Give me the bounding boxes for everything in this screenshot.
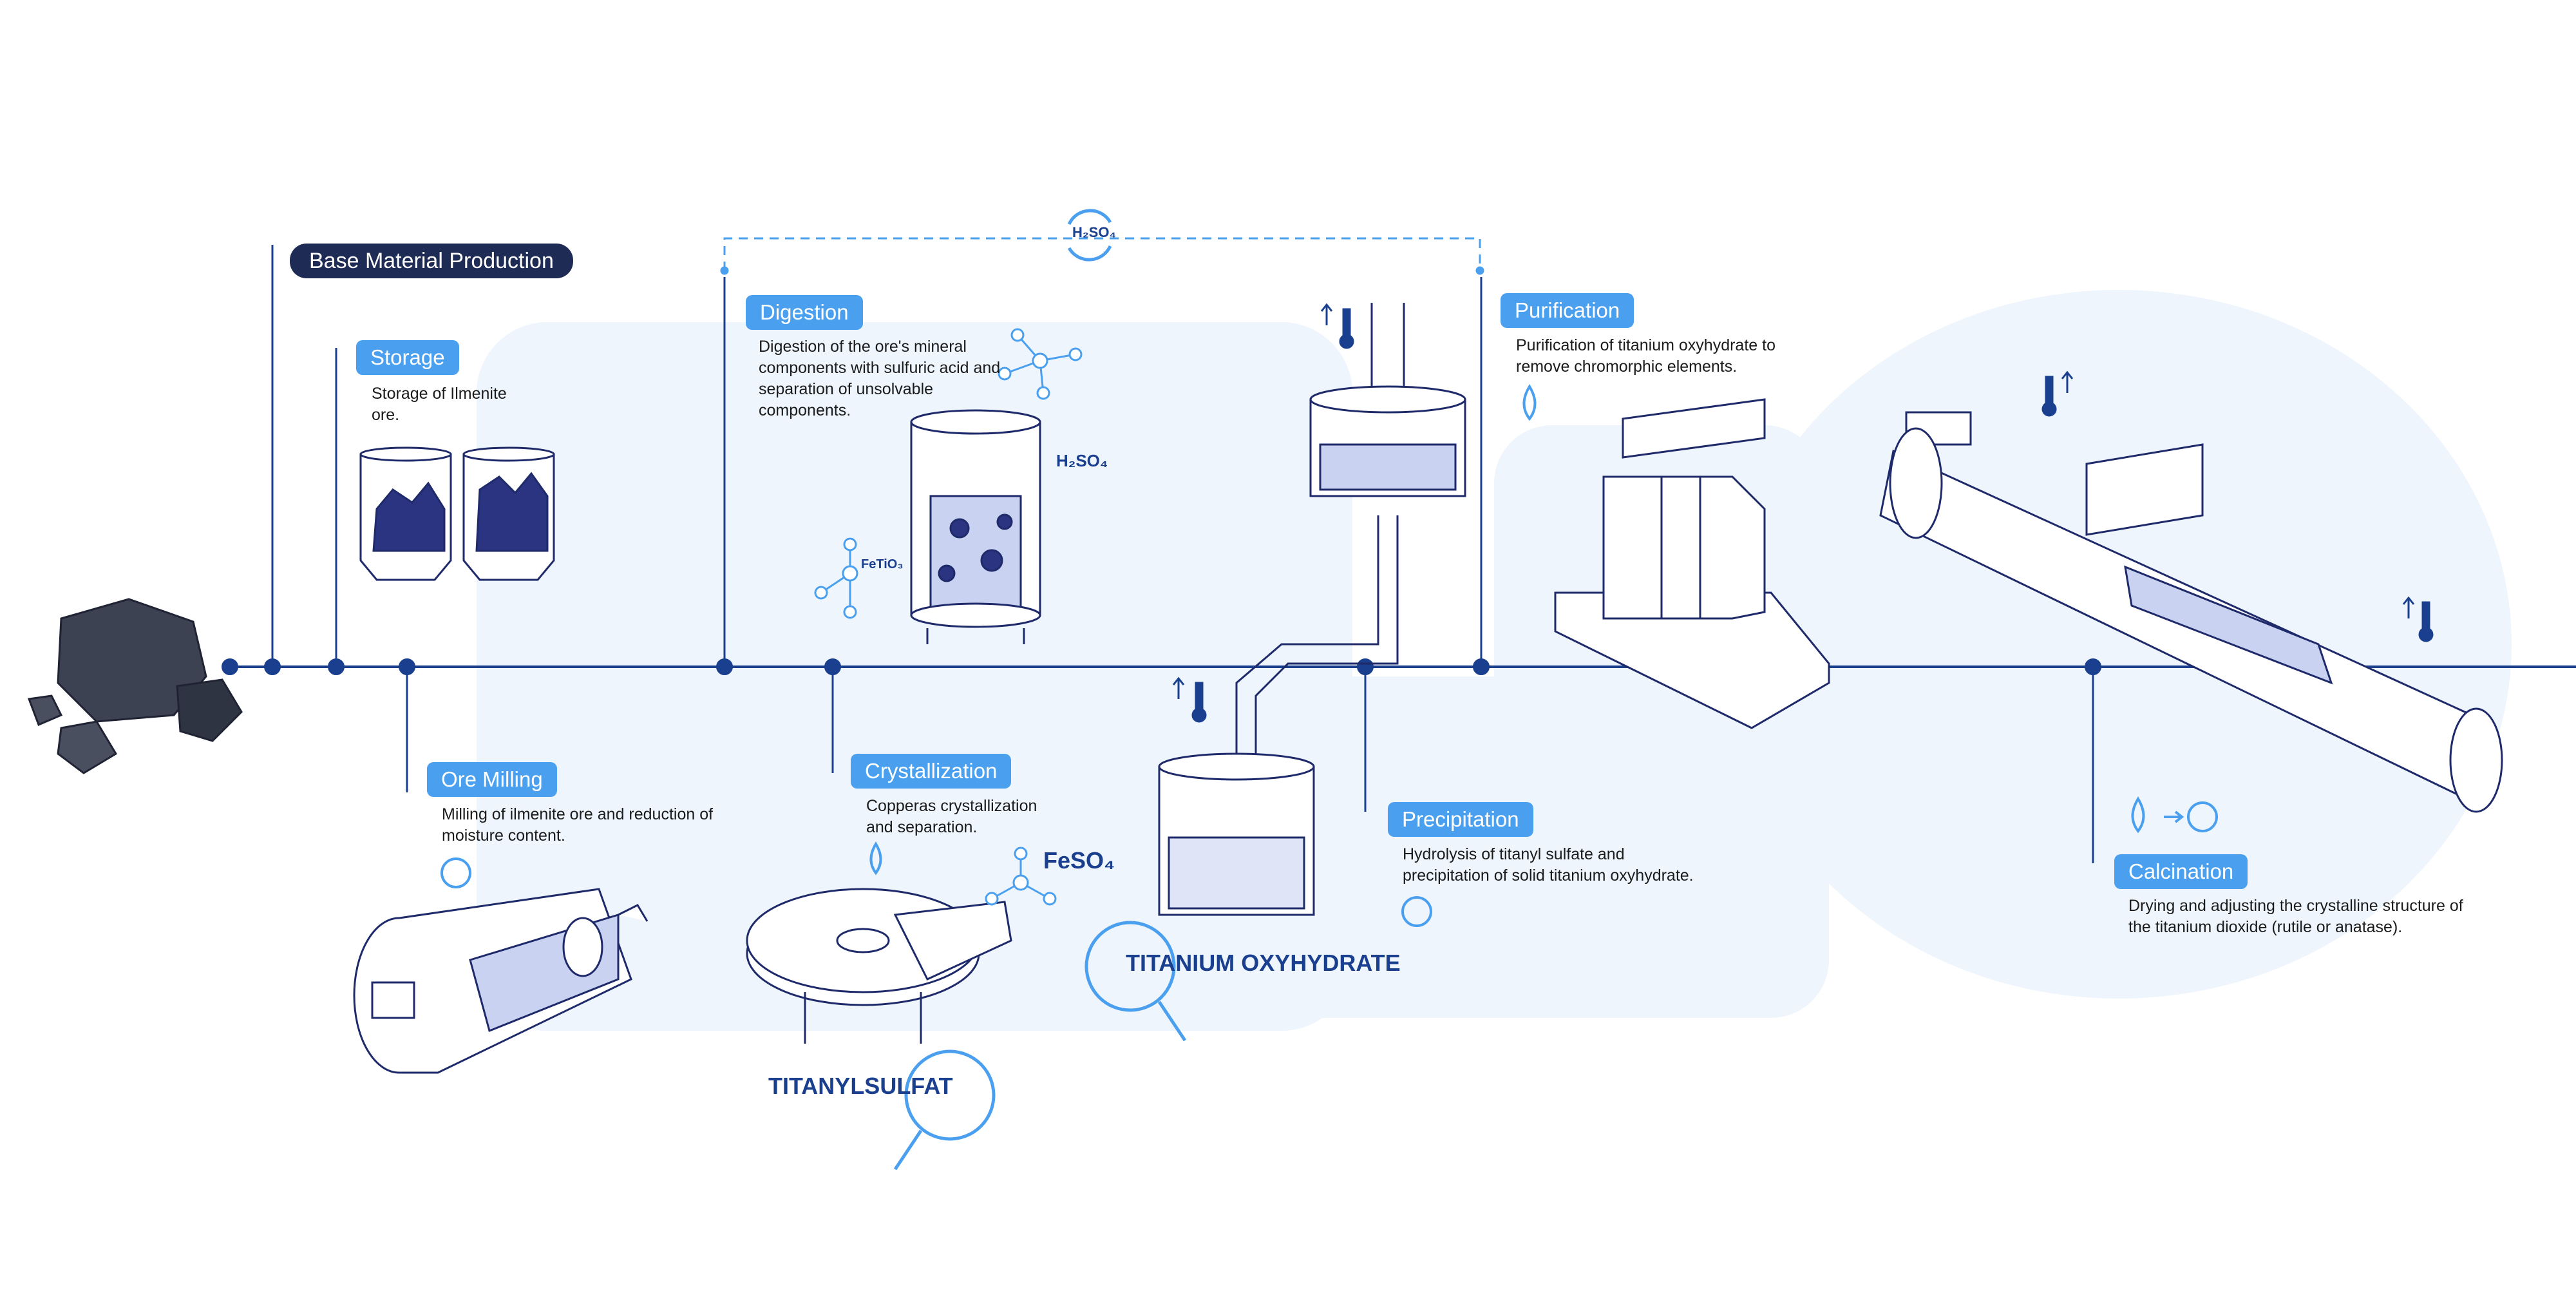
step-desc-storage: Storage of Ilmenite ore.: [372, 385, 507, 424]
recycle-label: H₂SO₄: [1072, 224, 1116, 240]
product-titanylsulfat: TITANYLSULFAT: [768, 1073, 953, 1099]
molecule-icons: [814, 328, 1083, 906]
step-desc-purification: Purification of titanium oxyhydrate to r…: [1516, 336, 1776, 376]
thermometer-icons: [1172, 303, 2434, 723]
product-titanium-oxyhydrate: TITANIUM OXYHYDRATE: [1126, 950, 1401, 976]
digestion-tank: [910, 409, 1041, 644]
step-desc-calcination: Drying and adjusting the crystalline str…: [2128, 897, 2463, 936]
step-desc-precipitation: Hydrolysis of titanyl sulfate and precip…: [1403, 845, 1694, 885]
indicator-icons: [440, 384, 2218, 927]
rotary-filter: [746, 888, 1012, 1044]
recycle-loop: [720, 209, 1484, 275]
ball-mill: [353, 888, 649, 1074]
precipitation-tanks: [1158, 303, 1466, 916]
filter-press: [1554, 398, 1830, 729]
step-desc-digestion: Digestion of the ore's mineral component…: [759, 338, 1001, 419]
dry-circle-icon: [1401, 896, 1432, 927]
background-shapes: [477, 290, 2512, 1031]
step-title-calcination: Calcination: [2114, 854, 2248, 889]
rotary-kiln: [1879, 411, 2503, 813]
step-desc-milling: Milling of ilmenite ore and reduction of…: [442, 805, 714, 845]
arrow-right-icon: [2164, 810, 2184, 823]
chem-h2so4: H₂SO₄: [1056, 451, 1108, 470]
step-desc-crystallization: Copperas crystallization and separation.: [866, 797, 1037, 836]
storage-silos: [359, 446, 555, 581]
step-title-digestion: Digestion: [746, 295, 863, 330]
recycle-icon: [1067, 209, 1112, 225]
step-title-milling: Ore Milling: [427, 762, 557, 797]
droplet-icon: [1522, 384, 1537, 421]
ilmenite-ore-rocks: [27, 598, 243, 774]
step-title-precipitation: Precipitation: [1388, 802, 1533, 837]
step-title-purification: Purification: [1501, 293, 1634, 328]
dry-circle-icon: [2187, 801, 2218, 832]
magnifier-icons: [893, 921, 1187, 1171]
step-title-crystallization: Crystallization: [851, 754, 1012, 789]
dry-circle-icon: [440, 857, 471, 888]
droplet-icon: [869, 841, 882, 876]
chem-feso4: FeSO₄: [1043, 847, 1115, 874]
chem-fetio3: FeTiO₃: [861, 557, 904, 571]
droplet-icon: [2131, 796, 2145, 834]
base-material-production-label: Base Material Production: [290, 244, 573, 278]
step-title-storage: Storage: [356, 340, 459, 375]
